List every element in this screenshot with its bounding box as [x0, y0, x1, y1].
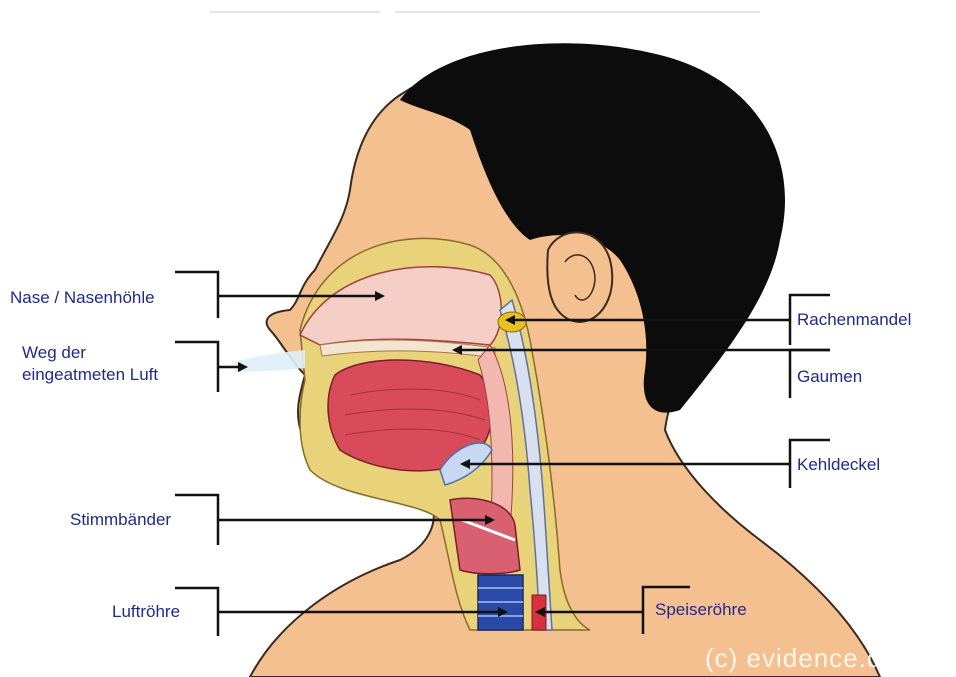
label-airway: Weg der eingeatmeten Luft: [22, 342, 158, 386]
inhaled-air-stream: [235, 350, 305, 372]
label-epiglottis: Kehldeckel: [797, 454, 880, 476]
label-adenoid: Rachenmandel: [797, 309, 911, 331]
watermark: (c) evidence.de: [705, 643, 898, 674]
label-trachea: Luftröhre: [112, 601, 180, 623]
label-vocal-cords: Stimmbänder: [70, 509, 171, 531]
bracket-nose: [175, 272, 218, 318]
bracket-vocal: [175, 495, 218, 545]
label-esophagus: Speiseröhre: [655, 599, 747, 621]
label-nose: Nase / Nasenhöhle: [10, 287, 155, 309]
ear: [547, 232, 612, 322]
label-palate: Gaumen: [797, 366, 862, 388]
bracket-airway: [175, 342, 218, 392]
bracket-trachea: [175, 588, 218, 636]
